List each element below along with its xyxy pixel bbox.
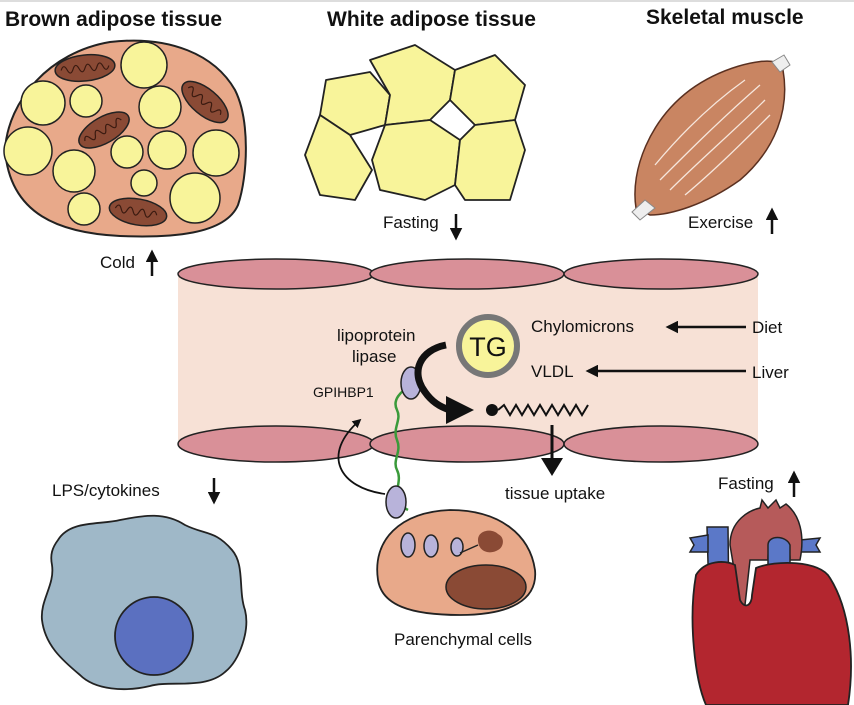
title-skeletal-muscle: Skeletal muscle (646, 6, 804, 29)
tissue-uptake-label: tissue uptake (505, 484, 605, 503)
hydrolysis-arrowhead-icon (446, 396, 474, 424)
macrophage (41, 514, 248, 691)
heart-illustration (688, 498, 852, 705)
cold-label: Cold (100, 253, 135, 272)
parenchymal-nucleus (445, 564, 527, 610)
lpl-label-line2: lipase (352, 347, 396, 366)
heart-ventricles (691, 561, 852, 705)
title-white-adipose: White adipose tissue (327, 8, 536, 31)
lipid-droplets (3, 41, 240, 226)
endothelial-cells-bottom (177, 425, 759, 463)
tg-lipoprotein: TG (456, 314, 520, 378)
parenchymal-cell (376, 485, 536, 616)
golgi (478, 530, 503, 553)
title-brown-adipose: Brown adipose tissue (5, 8, 222, 31)
vldl-label: VLDL (531, 362, 574, 381)
exercise-label: Exercise (688, 213, 753, 232)
fasting-wat-label: Fasting (383, 213, 439, 232)
tissue-uptake-arrow-icon (541, 458, 563, 476)
fasting-heart-label: Fasting (718, 474, 774, 493)
diet-label: Diet (752, 318, 783, 337)
white-adipocytes (304, 44, 526, 201)
tg-label: TG (469, 332, 507, 362)
parenchymal-cells-label: Parenchymal cells (394, 630, 532, 649)
gpihbp1-label: GPIHBP1 (313, 384, 374, 400)
blood-vessel (177, 258, 759, 463)
chylomicrons-label: Chylomicrons (531, 317, 634, 336)
macrophage-nucleus (114, 596, 194, 676)
lpl-label-line1: lipoprotein (337, 326, 415, 345)
pulmonary-artery (767, 536, 791, 566)
mitochondria (54, 53, 229, 227)
endothelial-cells-top (177, 258, 759, 290)
hydrolysis-arrow-icon (414, 341, 452, 414)
skeletal-muscle-illustration (631, 54, 791, 221)
transport-arrow-icon (337, 418, 386, 495)
liver-label: Liver (752, 363, 789, 382)
brown-adipocyte (3, 39, 247, 238)
lpl-secreted (385, 485, 407, 519)
fatty-acid-icon (486, 403, 589, 417)
lps-label: LPS/cytokines (52, 481, 160, 500)
